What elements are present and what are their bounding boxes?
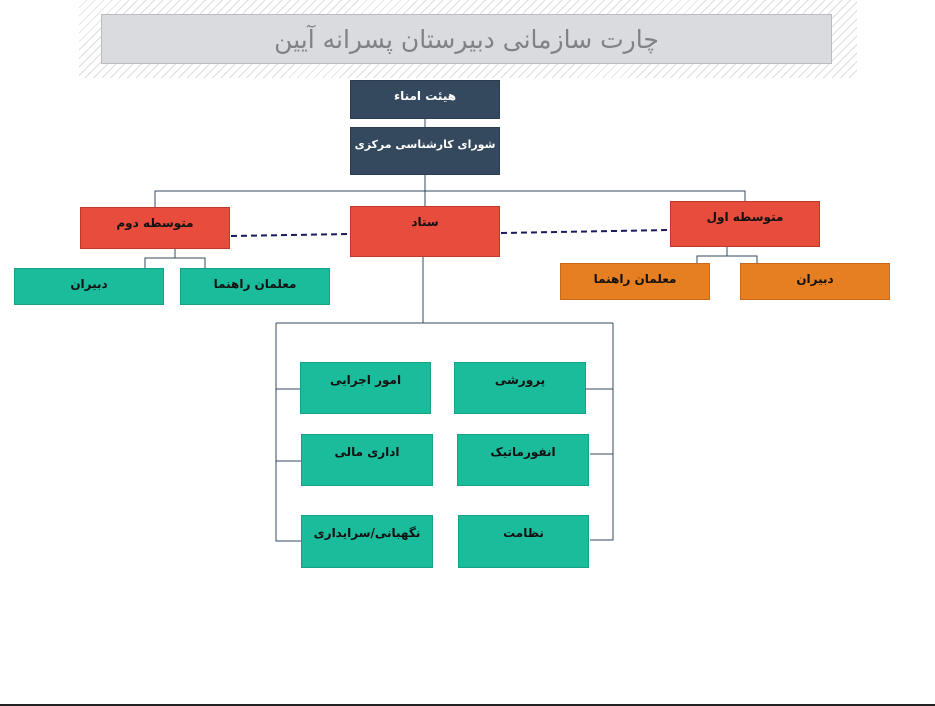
training-label: پرورشی	[494, 373, 546, 387]
m2-teachers-label: دبیران	[70, 277, 108, 291]
middle1-label: متوسطه اول	[706, 210, 784, 224]
exec-node: امور اجرایی	[300, 362, 431, 414]
m1-guides-label: معلمان راهنما	[593, 272, 677, 286]
finance-node: اداری مالی	[301, 434, 433, 486]
middle2-label: متوسطه دوم	[116, 216, 194, 230]
exec-label: امور اجرایی	[329, 373, 402, 387]
connector-branches	[154, 190, 746, 207]
m2-teachers-node: دبیران	[14, 268, 164, 305]
connector-m1-left	[696, 247, 728, 263]
council-label: شورای کارشناسی مرکزی	[354, 138, 496, 151]
staff-node: ستاد	[350, 206, 500, 257]
discipline-label: نظامت	[503, 526, 544, 540]
training-node: پرورشی	[454, 362, 586, 414]
board-node: هیئت امناء	[350, 80, 500, 119]
council-node: شورای کارشناسی مرکزی	[350, 127, 500, 175]
m1-teachers-node: دبیران	[740, 263, 890, 300]
m1-guides-node: معلمان راهنما	[560, 263, 710, 300]
connector-m2-right	[175, 257, 206, 268]
title-box: چارت سازمانی دبیرستان پسرانه آیین	[101, 14, 832, 64]
informatics-node: انفورماتیک	[457, 434, 589, 486]
staff-label: ستاد	[411, 215, 439, 229]
informatics-label: انفورماتیک	[490, 445, 556, 459]
connector-left-spine	[275, 323, 301, 542]
middle1-node: متوسطه اول	[670, 201, 820, 247]
m1-teachers-label: دبیران	[796, 272, 834, 286]
dashed-link-right	[500, 229, 671, 234]
m2-guides-node: معلمان راهنما	[180, 268, 330, 305]
connector-m1-right	[727, 255, 758, 263]
m2-guides-label: معلمان راهنما	[213, 277, 297, 291]
board-label: هیئت امناء	[393, 89, 457, 103]
dashed-link-left	[230, 233, 351, 237]
discipline-node: نظامت	[458, 515, 589, 568]
connector-right-spine	[590, 323, 614, 541]
care-label: نگهبانی/سرایداری	[313, 526, 421, 540]
bottom-divider	[0, 704, 935, 706]
finance-label: اداری مالی	[334, 445, 400, 459]
middle2-node: متوسطه دوم	[80, 207, 230, 249]
page-title: چارت سازمانی دبیرستان پسرانه آیین	[274, 24, 659, 54]
connector-m2-left	[144, 249, 176, 268]
care-node: نگهبانی/سرایداری	[301, 515, 433, 568]
